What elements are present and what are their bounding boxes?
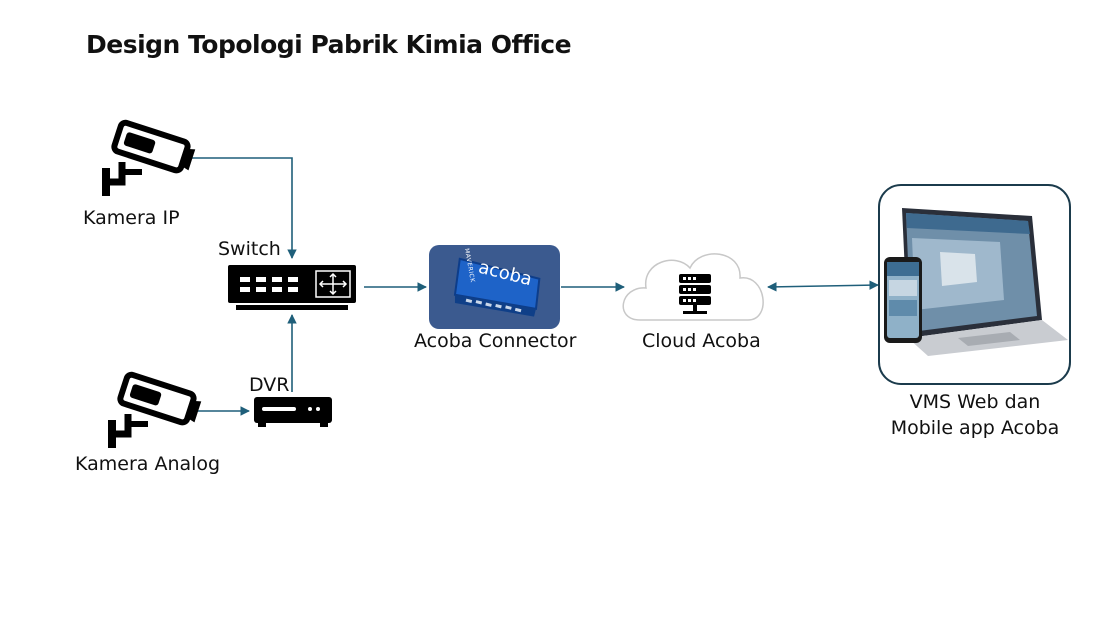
switch-label: Switch xyxy=(218,238,281,260)
cloud-acoba-label: Cloud Acoba xyxy=(642,330,761,352)
vms-devices-image xyxy=(878,184,1071,385)
network-switch-icon xyxy=(228,265,356,310)
kamera-ip-label: Kamera IP xyxy=(83,207,180,229)
server-icon xyxy=(679,274,711,314)
page-title: Design Topologi Pabrik Kimia Office xyxy=(86,30,572,59)
acoba-connector-icon xyxy=(429,245,560,329)
vms-label-line2: Mobile app Acoba xyxy=(890,417,1060,439)
dvr-label: DVR xyxy=(249,374,290,396)
cloud-icon xyxy=(622,253,764,321)
ip-camera-icon xyxy=(102,119,196,196)
link-cloud-vms xyxy=(767,280,879,292)
link-kamera-ip-switch xyxy=(188,157,297,259)
dvr-icon xyxy=(254,397,332,427)
analog-camera-icon xyxy=(108,371,202,448)
acoba-connector-label: Acoba Connector xyxy=(414,330,577,352)
kamera-analog-label: Kamera Analog xyxy=(75,453,221,475)
vms-label-line1: VMS Web dan xyxy=(909,391,1041,413)
